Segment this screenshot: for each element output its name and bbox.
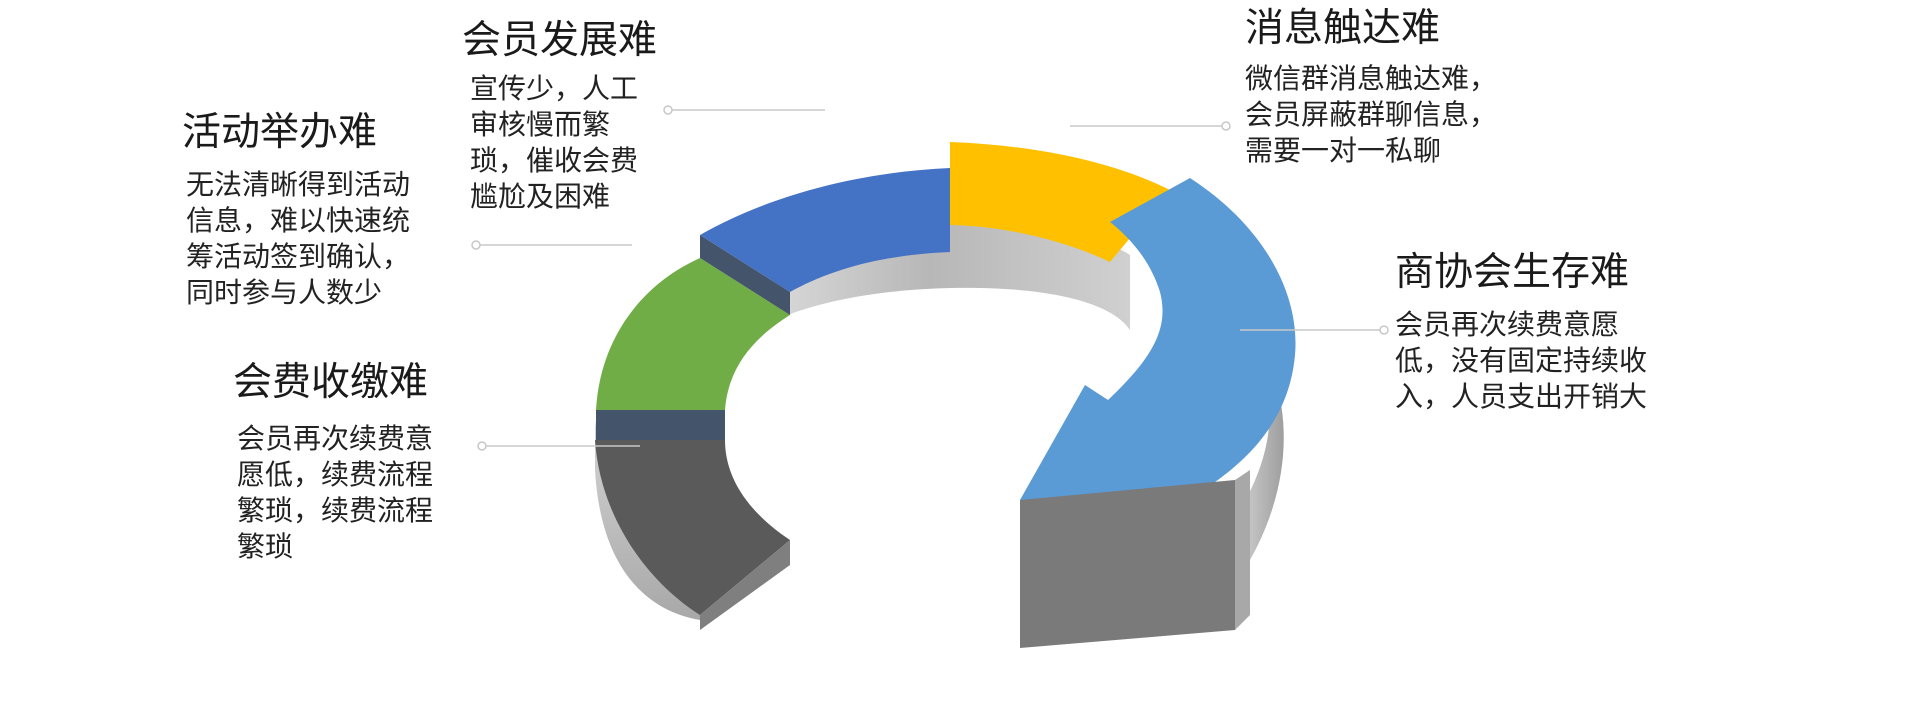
block-activity: 活动举办难 无法清晰得到活动 信息，难以快速统 筹活动签到确认， 同时参与人数少 (182, 110, 410, 311)
arrow-front-face (1020, 480, 1235, 648)
desc-survival-line-3: 入，人员支出开销大 (1395, 379, 1648, 413)
desc-member-dev-line-3: 琐，催收会费 (470, 143, 639, 177)
desc-fee-line-2: 愿低，续费流程 (237, 457, 434, 491)
desc-survival-line-2: 低，没有固定持续收 (1395, 343, 1648, 377)
arrow-right-face (1235, 470, 1250, 630)
segment-green (596, 258, 790, 410)
title-activity: 活动举办难 (182, 110, 378, 155)
segment-gray-side (700, 540, 790, 630)
segment-green-edge (700, 235, 790, 315)
desc-activity-line-1: 无法清晰得到活动 (186, 167, 411, 201)
desc-activity-line-2: 信息，难以快速统 (186, 203, 411, 237)
title-survival: 商协会生存难 (1395, 250, 1630, 295)
segment-navy-edge (596, 410, 725, 440)
desc-activity-line-4: 同时参与人数少 (186, 275, 383, 309)
desc-activity: 无法清晰得到活动 信息，难以快速统 筹活动签到确认， 同时参与人数少 (186, 167, 410, 311)
segment-arrow-blue (1020, 178, 1296, 500)
block-fee: 会费收缴难 会员再次续费意 愿低，续费流程 繁琐，续费流程 繁琐 (233, 360, 433, 565)
desc-fee: 会员再次续费意 愿低，续费流程 繁琐，续费流程 繁琐 (237, 421, 433, 565)
desc-message: 微信群消息触达难， 会员屏蔽群聊信息， 需要一对一私聊 (1245, 61, 1497, 169)
desc-message-line-2: 会员屏蔽群聊信息， (1245, 97, 1498, 131)
title-fee: 会费收缴难 (233, 360, 429, 405)
segment-gray (595, 440, 790, 615)
block-message: 消息触达难 微信群消息触达难， 会员屏蔽群聊信息， 需要一对一私聊 (1245, 6, 1497, 169)
leader-lines (471, 105, 1389, 451)
desc-member-dev: 宣传少，人工 审核慢而繁 琐，催收会费 尴尬及困难 (470, 71, 657, 215)
desc-message-line-1: 微信群消息触达难， (1245, 61, 1498, 95)
desc-message-line-3: 需要一对一私聊 (1245, 133, 1442, 167)
segment-blue-dark (700, 168, 950, 292)
desc-fee-line-1: 会员再次续费意 (237, 421, 434, 455)
block-member-dev: 会员发展难 宣传少，人工 审核慢而繁 琐，催收会费 尴尬及困难 (462, 18, 657, 215)
title-member-dev: 会员发展难 (462, 18, 658, 63)
desc-activity-line-3: 筹活动签到确认， (186, 239, 411, 273)
segment-yellow (950, 142, 1170, 262)
desc-member-dev-line-2: 审核慢而繁 (470, 107, 611, 141)
desc-survival-line-1: 会员再次续费意愿 (1395, 307, 1620, 341)
title-message: 消息触达难 (1245, 6, 1441, 51)
desc-member-dev-line-1: 宣传少，人工 (470, 71, 639, 105)
desc-fee-line-3: 繁琐，续费流程 (237, 493, 434, 527)
block-survival: 商协会生存难 会员再次续费意愿 低，没有固定持续收 入，人员支出开销大 (1395, 250, 1647, 415)
desc-member-dev-line-4: 尴尬及困难 (470, 179, 611, 213)
desc-survival: 会员再次续费意愿 低，没有固定持续收 入，人员支出开销大 (1395, 307, 1647, 415)
desc-fee-line-4: 繁琐 (237, 529, 294, 563)
